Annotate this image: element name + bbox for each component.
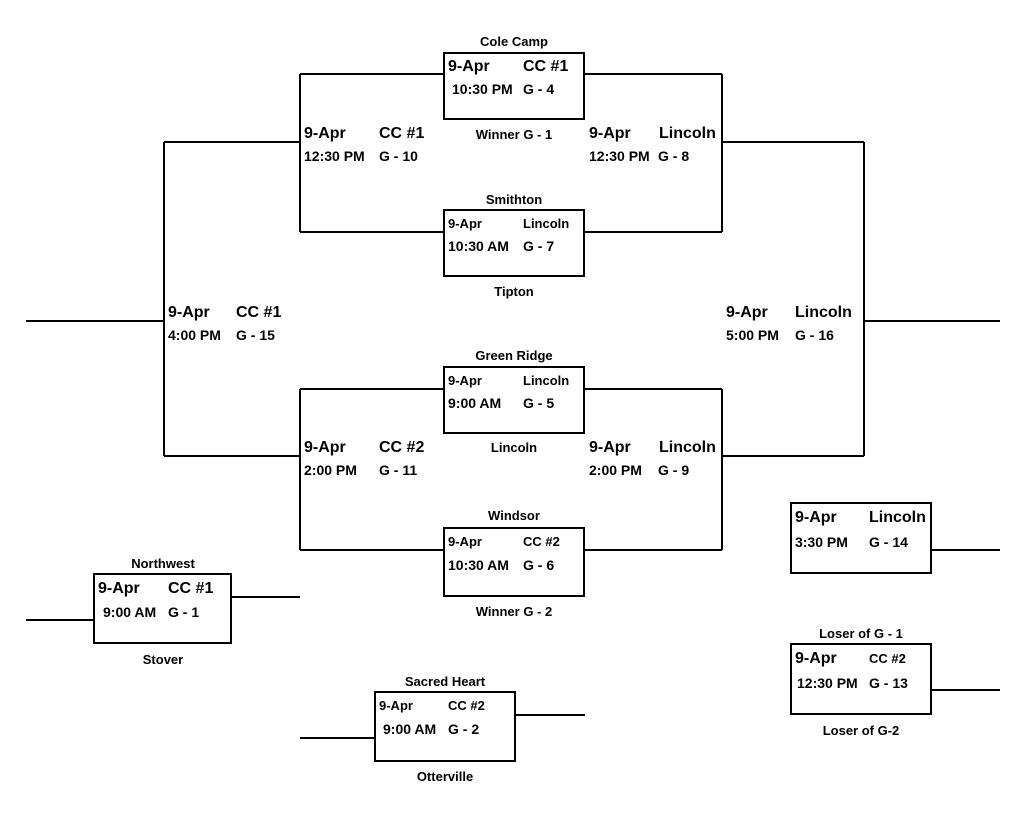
game-site: Lincoln: [523, 216, 570, 231]
game-date: 9-Apr: [448, 534, 482, 549]
game-date: 9-Apr: [304, 439, 346, 456]
game-time: 10:30 AM: [448, 238, 509, 254]
game-site: CC #2: [448, 698, 485, 713]
game-box-g5: [443, 366, 585, 434]
game-date: 9-Apr: [304, 125, 346, 142]
game-site: Lincoln: [869, 509, 926, 526]
game-date: 9-Apr: [168, 304, 210, 321]
team-label: Winner G - 1: [475, 127, 553, 142]
game-site: CC #1: [236, 304, 282, 321]
game-date: 9-Apr: [795, 650, 837, 667]
game-number: G - 8: [658, 148, 690, 164]
game-date: 9-Apr: [795, 509, 837, 526]
game-site: Lincoln: [795, 304, 852, 321]
game-number: G - 5: [523, 395, 555, 411]
game-date: 9-Apr: [448, 216, 482, 231]
game-number: G - 14: [869, 534, 908, 550]
game-date: 9-Apr: [589, 439, 631, 456]
game-time: 2:00 PM: [589, 462, 642, 478]
game-site: Lincoln: [659, 439, 716, 456]
game-number: G - 11: [379, 462, 418, 478]
team-label: Cole Camp: [480, 34, 548, 49]
team-label: Northwest: [131, 556, 195, 571]
game-box-g7: [443, 209, 585, 277]
game-time: 9:00 AM: [383, 721, 437, 737]
game-time: 12:30 PM: [589, 148, 650, 164]
game-time: 4:00 PM: [168, 327, 221, 343]
team-label: Winner G - 2: [475, 604, 553, 619]
team-label: Stover: [142, 652, 184, 667]
game-site: Lincoln: [659, 125, 716, 142]
team-label: Loser of G - 1: [819, 626, 903, 641]
game-number: G - 1: [168, 604, 200, 620]
game-number: G - 7: [523, 238, 555, 254]
team-label: Lincoln: [490, 440, 538, 455]
team-label: Loser of G-2: [822, 723, 900, 738]
game-date: 9-Apr: [379, 698, 413, 713]
game-time: 3:30 PM: [795, 534, 848, 550]
game-box-g4: [443, 52, 585, 120]
game-time: 2:00 PM: [304, 462, 357, 478]
game-number: G - 4: [523, 81, 555, 97]
game-date: 9-Apr: [448, 373, 482, 388]
game-site: CC #1: [379, 125, 425, 142]
game-date: 9-Apr: [98, 580, 140, 597]
team-label: Otterville: [416, 769, 474, 784]
game-date: 9-Apr: [448, 58, 490, 75]
game-time: 5:00 PM: [726, 327, 779, 343]
game-time: 9:00 AM: [448, 395, 502, 411]
team-label: Tipton: [494, 284, 534, 299]
game-site: CC #2: [523, 534, 560, 549]
game-time: 12:30 PM: [304, 148, 365, 164]
game-site: Lincoln: [523, 373, 570, 388]
game-site: CC #1: [168, 580, 214, 597]
game-number: G - 16: [795, 327, 834, 343]
game-time: 12:30 PM: [797, 675, 858, 691]
team-label: Smithton: [485, 192, 543, 207]
game-time: 10:30 AM: [448, 557, 509, 573]
game-number: G - 10: [379, 148, 418, 164]
game-number: G - 2: [448, 721, 480, 737]
game-number: G - 13: [869, 675, 908, 691]
game-box-g1: [93, 573, 232, 644]
game-box-g2: [374, 691, 516, 762]
game-time: 10:30 PM: [452, 81, 513, 97]
game-box-g14: [790, 502, 932, 574]
game-box-g6: [443, 527, 585, 597]
team-label: Windsor: [488, 508, 540, 523]
team-label: Sacred Heart: [404, 674, 486, 689]
game-date: 9-Apr: [726, 304, 768, 321]
team-label: Green Ridge: [475, 348, 553, 363]
game-number: G - 9: [658, 462, 690, 478]
game-number: G - 6: [523, 557, 555, 573]
game-number: G - 15: [236, 327, 275, 343]
game-site: CC #2: [869, 651, 906, 666]
game-box-g13: [790, 643, 932, 715]
game-time: 9:00 AM: [103, 604, 157, 620]
game-date: 9-Apr: [589, 125, 631, 142]
game-site: CC #1: [523, 58, 569, 75]
game-site: CC #2: [379, 439, 425, 456]
